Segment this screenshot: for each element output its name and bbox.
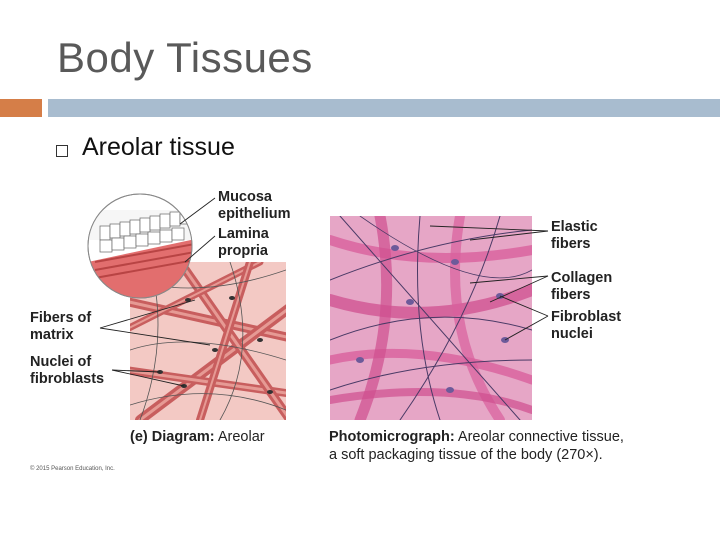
label-fibers-of-matrix: Fibers of matrix	[30, 310, 110, 344]
photo-caption-text: Areolar connective tissue,	[455, 429, 624, 445]
diagram-caption: (e) Diagram: Areolar	[130, 428, 265, 446]
label-nuclei-of-fibroblasts: Nuclei of fibroblasts	[30, 354, 125, 388]
photo-caption: Photomicrograph: Areolar connective tiss…	[329, 428, 719, 464]
copyright-notice: © 2015 Pearson Education, Inc.	[30, 466, 115, 472]
photo-caption-prefix: Photomicrograph:	[329, 429, 455, 445]
label-elastic-fibers: Elastic fibers	[551, 219, 621, 253]
label-mucosa-epithelium: Mucosa epithelium	[218, 189, 328, 223]
areolar-photomicrograph	[330, 216, 532, 420]
label-lamina-propria: Lamina propria	[218, 226, 308, 260]
label-collagen-fibers: Collagen fibers	[551, 270, 631, 304]
photo-caption-line2: a soft packaging tissue of the body (270…	[329, 447, 603, 463]
diagram-caption-text: Areolar	[215, 429, 265, 445]
label-fibroblast-nuclei: Fibroblast nuclei	[551, 309, 646, 343]
diagram-caption-prefix: (e) Diagram:	[130, 429, 215, 445]
